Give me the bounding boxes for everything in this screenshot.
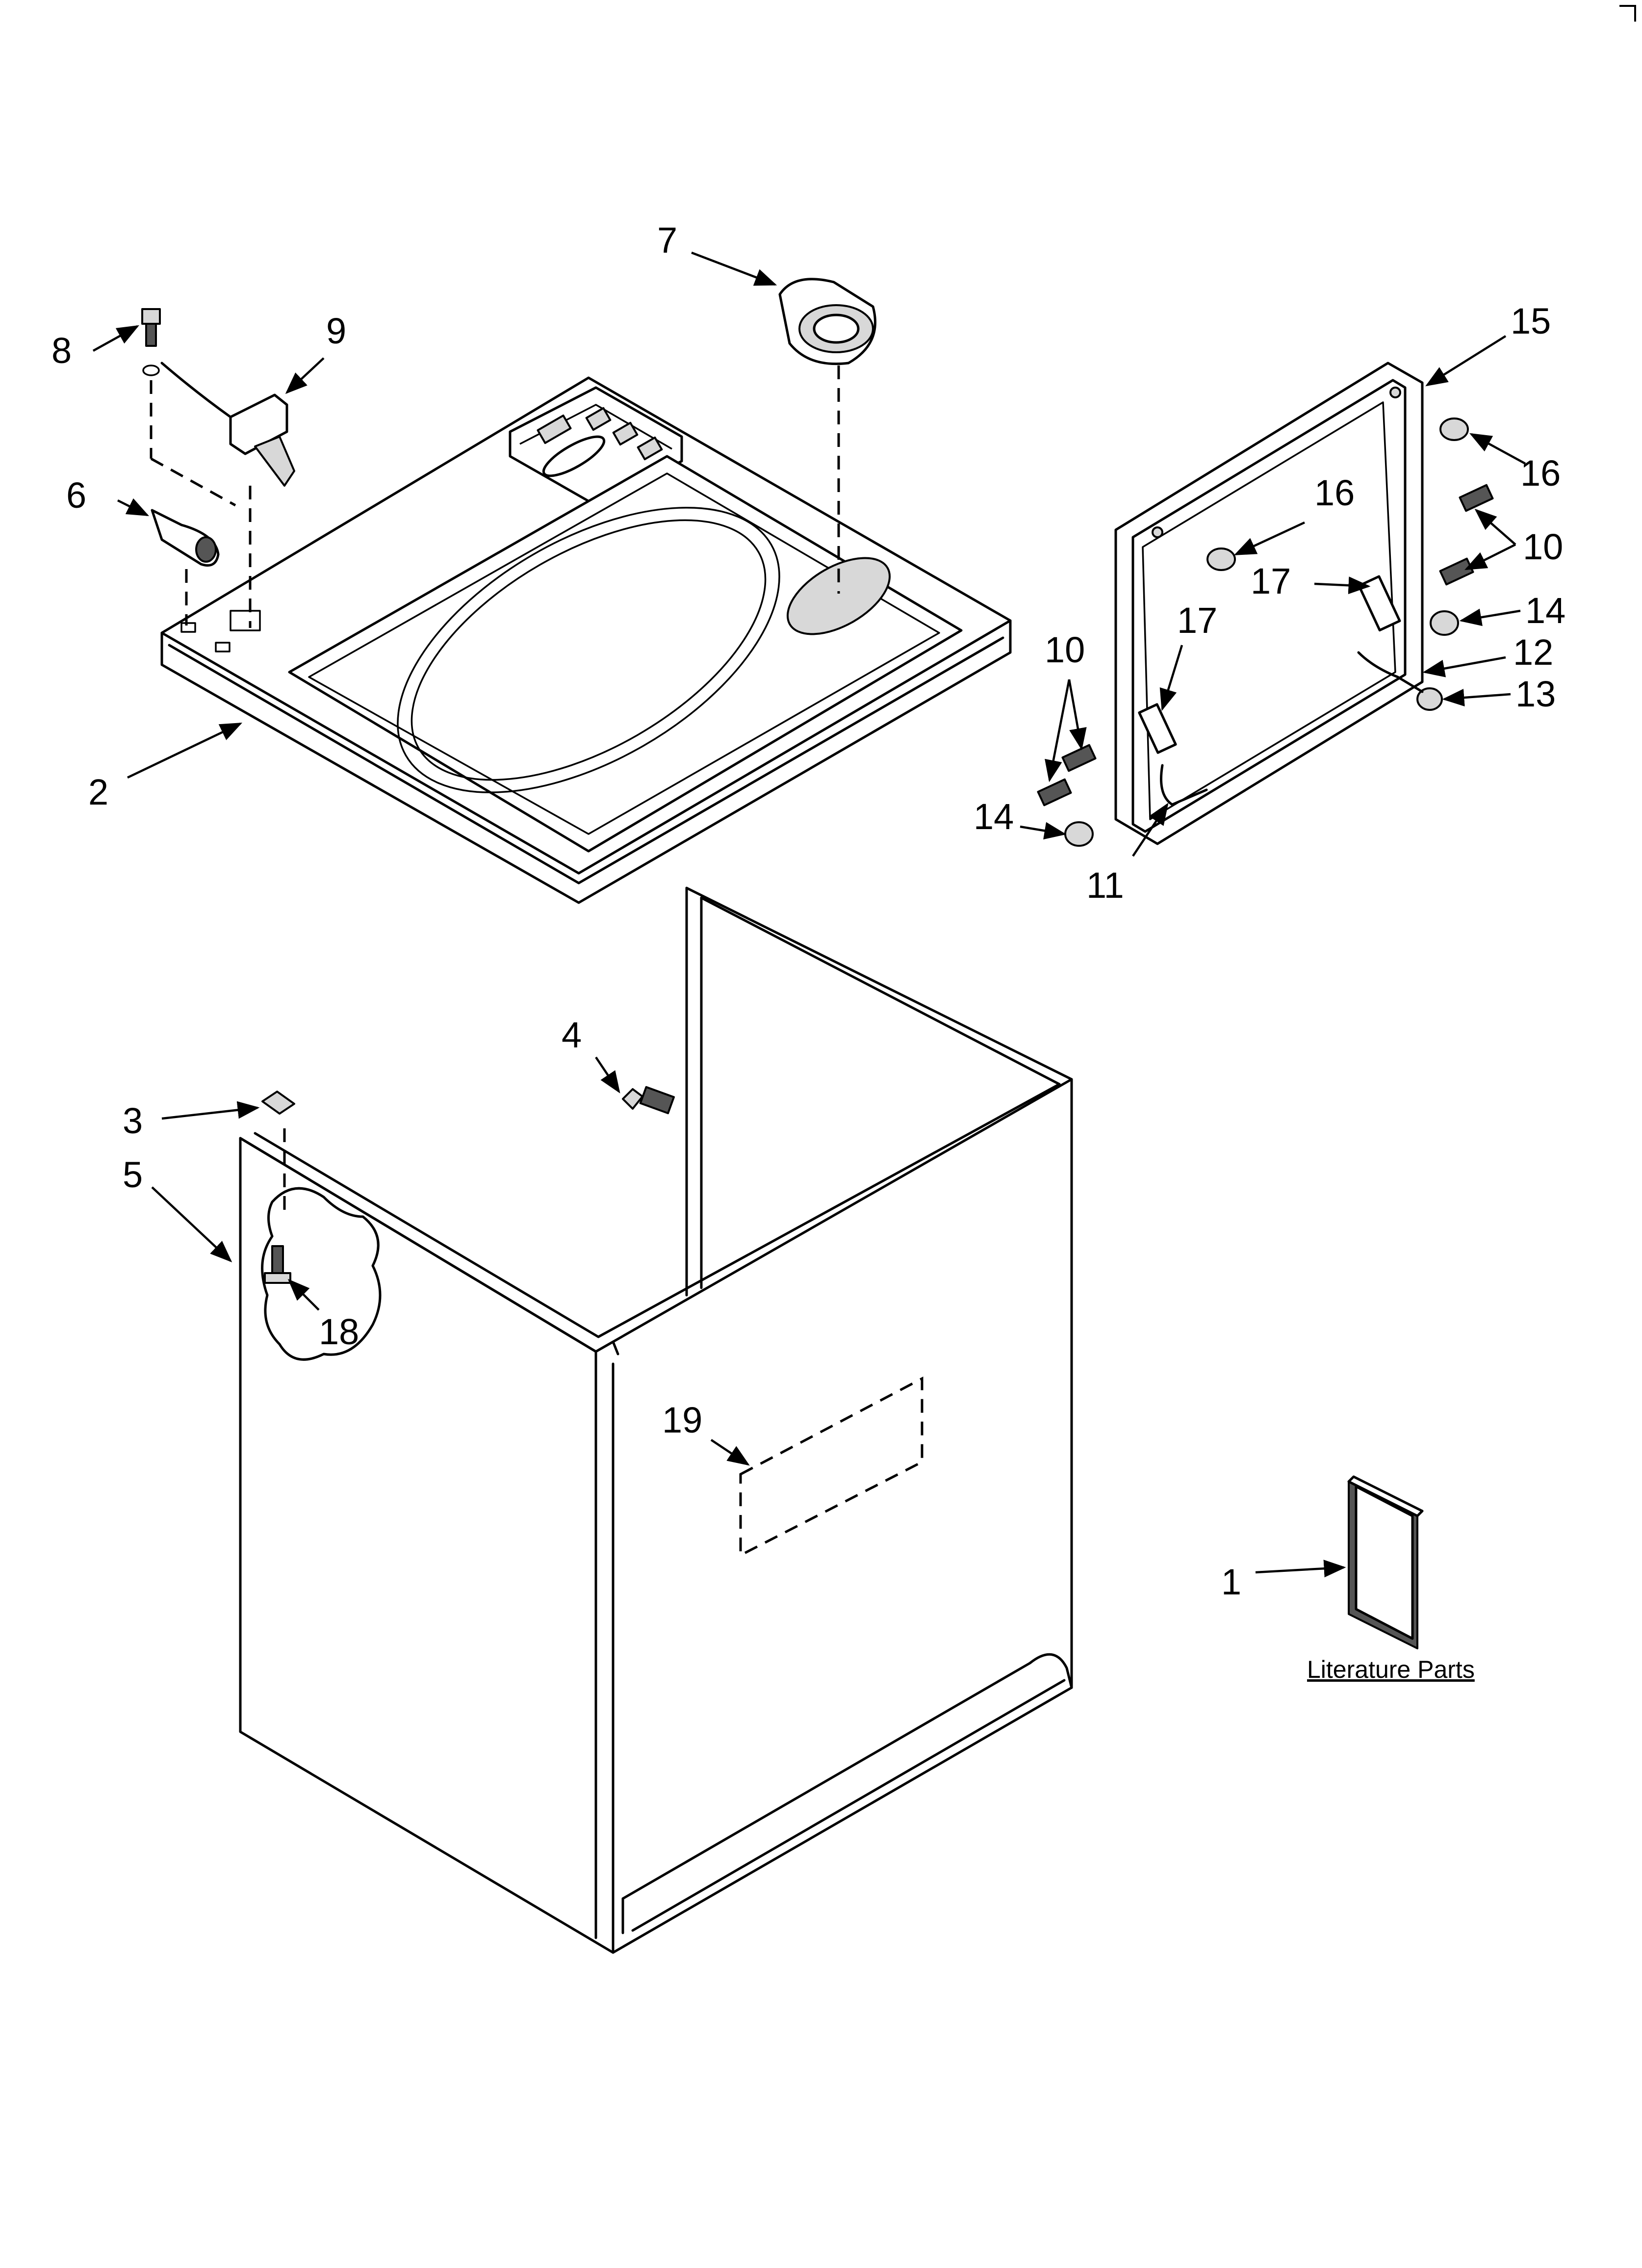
lid-switch-part-9 <box>160 362 295 487</box>
wire-clip-part-6 <box>151 509 220 567</box>
callout-7: 7 <box>657 220 677 261</box>
callout-8: 8 <box>51 330 72 371</box>
literature-parts-caption: Literature Parts <box>1307 1656 1475 1683</box>
screw-part-4 <box>622 1086 675 1115</box>
callout-19: 19 <box>662 1400 702 1440</box>
hinge-hardware <box>1037 417 1494 847</box>
callout-2: 2 <box>88 772 108 812</box>
callout-18: 18 <box>319 1311 359 1352</box>
callout-12: 12 <box>1513 632 1553 673</box>
literature-booklet <box>1347 1475 1424 1649</box>
callout-16-left: 16 <box>1314 472 1355 513</box>
callout-17-left: 17 <box>1177 600 1217 641</box>
top-panel <box>160 376 1012 904</box>
callout-1: 1 <box>1221 1562 1241 1602</box>
callout-16-right: 16 <box>1520 453 1561 494</box>
callout-15: 15 <box>1511 301 1551 341</box>
screw-part-18 <box>264 1245 291 1284</box>
switch-guide-line-2 <box>150 457 236 507</box>
callout-13: 13 <box>1515 674 1556 714</box>
callout-14-left: 14 <box>974 796 1014 837</box>
callout-17-right: 17 <box>1251 561 1291 601</box>
callout-10-left: 10 <box>1045 629 1085 670</box>
cabinet <box>239 886 1073 1954</box>
lid-assembly <box>1114 362 1424 845</box>
callout-14-right: 14 <box>1525 590 1565 631</box>
label-location-19 <box>739 1376 924 1558</box>
callout-9: 9 <box>326 311 346 351</box>
clip-part-3 <box>261 1091 295 1115</box>
dispenser-cup-part-7 <box>778 278 876 365</box>
callout-numbers: 1 2 3 4 5 6 7 8 9 10 10 11 12 13 14 14 1… <box>51 220 1565 1602</box>
page-corner-mark <box>1619 5 1636 22</box>
callout-3: 3 <box>123 1100 143 1141</box>
callout-6: 6 <box>66 475 86 516</box>
callout-4: 4 <box>562 1015 582 1055</box>
callout-11: 11 <box>1086 865 1124 906</box>
leader-lines <box>92 251 1526 1578</box>
callout-10-right: 10 <box>1523 526 1563 567</box>
screw-part-8 <box>141 308 161 376</box>
callout-5: 5 <box>123 1154 143 1195</box>
